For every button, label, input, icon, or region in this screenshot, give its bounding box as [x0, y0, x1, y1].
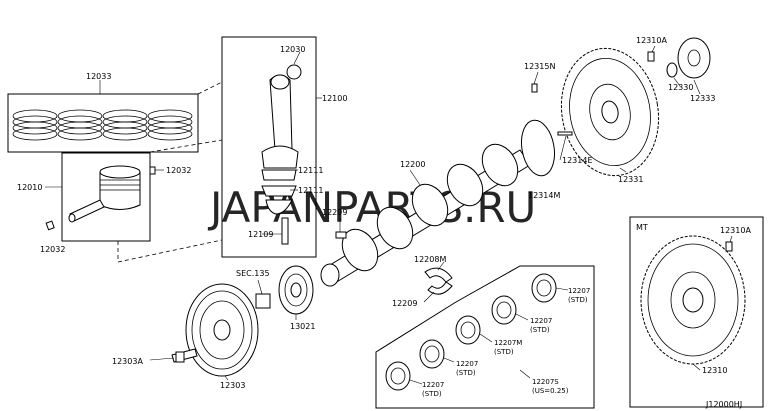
- label-main-bearing-4-note: (STD): [530, 326, 550, 334]
- link-line-lower: [117, 239, 223, 263]
- label-key: 12299: [322, 208, 347, 217]
- label-main-bearing-4: 12207: [530, 317, 552, 325]
- link-line-upper: [197, 81, 223, 95]
- main-bearing-box: [375, 265, 595, 409]
- label-piston: 12010: [17, 183, 42, 192]
- label-main-bearing-2-note: (STD): [456, 369, 476, 377]
- label-rod-bolt: 12109: [248, 230, 273, 239]
- label-thrust-washer: 12209: [392, 299, 417, 308]
- mt-label: MT: [636, 223, 648, 232]
- label-rod-bearing-upper: 12111: [298, 166, 323, 175]
- piston-rings: [7, 80, 199, 153]
- label-pilot-bolt: 12315N: [524, 62, 555, 71]
- label-crank-sprocket: 13021: [290, 322, 315, 331]
- label-main-bearing-3: 12207M: [494, 339, 522, 347]
- label-main-bearing-5-note: (STD): [568, 296, 588, 304]
- label-plate-ring: 12333: [690, 94, 715, 103]
- crank-sprocket: [255, 265, 314, 320]
- drive-plate: [521, 37, 711, 177]
- mt-flywheel: [629, 216, 764, 408]
- connecting-rod-assembly: [221, 36, 322, 258]
- piston-assembly: [45, 152, 164, 242]
- label-drive-plate-bolt: 12310A: [636, 36, 667, 45]
- link-line-mid: [149, 139, 223, 153]
- piston-box: [61, 152, 151, 242]
- diagram-code: J12000HJ: [705, 400, 742, 409]
- label-main-bearing-2: 12207: [456, 360, 478, 368]
- label-rings: 12033: [86, 72, 111, 81]
- label-spacer: 12314E: [562, 156, 593, 165]
- label-pin-clip-left: 12032: [40, 245, 65, 254]
- label-main-bearing-3-note: (STD): [494, 348, 514, 356]
- label-sec135: SEC.135: [236, 269, 270, 278]
- label-main-bearing-kit-note: (US=0.25): [532, 387, 569, 395]
- label-main-bearing-kit: 12207S: [532, 378, 559, 386]
- crank-pulley: [149, 283, 259, 381]
- label-thrust-washer-ref: 12208M: [414, 255, 446, 264]
- label-plate-ref: 12314M: [528, 191, 560, 200]
- crankshaft: [320, 143, 531, 287]
- thrust-washers: [423, 261, 453, 303]
- label-rod-bushing: 12030: [280, 45, 305, 54]
- conrod-box: [221, 36, 317, 258]
- label-reinforce: 12330: [668, 83, 693, 92]
- label-flywheel: 12310: [702, 366, 727, 375]
- label-pulley-bolt: 12303A: [112, 357, 143, 366]
- label-rod-bearing-lower: 12111: [298, 186, 323, 195]
- rings-box: [7, 93, 199, 153]
- label-pulley: 12303: [220, 381, 245, 390]
- label-flywheel-bolt: 12310A: [720, 226, 751, 235]
- label-main-bearing-1-note: (STD): [422, 390, 442, 398]
- label-conrod: 12100: [322, 94, 347, 103]
- label-pin-clip-right: 12032: [166, 166, 191, 175]
- label-crankshaft: 12200: [400, 160, 425, 169]
- mt-box: [629, 216, 764, 408]
- main-bearings: [375, 265, 595, 409]
- label-main-bearing-1: 12207: [422, 381, 444, 389]
- label-main-bearing-5: 12207: [568, 287, 590, 295]
- label-drive-plate: 12331: [618, 175, 643, 184]
